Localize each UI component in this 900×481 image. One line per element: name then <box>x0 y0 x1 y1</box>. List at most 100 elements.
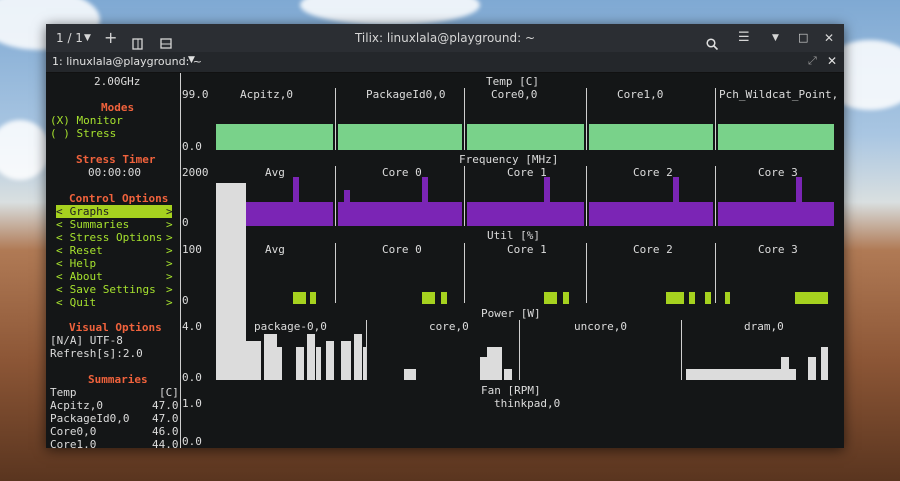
menu-item-label: Save Settings <box>69 283 156 296</box>
menu-left-arrow: < <box>56 257 63 270</box>
menu-right-arrow: > <box>166 283 173 296</box>
chevron-down-icon[interactable]: ▼ <box>84 33 91 43</box>
temp-graph-fill <box>216 124 333 150</box>
fan-graph-title: Fan [RPM] <box>481 384 541 397</box>
util-series-label: Core 3 <box>758 243 798 256</box>
terminal-content: 2.00GHz Modes (X) Monitor ( ) Stress Str… <box>46 73 844 448</box>
graph-divider <box>586 166 587 226</box>
power-graph-bar <box>480 357 488 380</box>
split-right-icon[interactable] <box>132 24 144 52</box>
menu-item-label: About <box>69 270 103 283</box>
freq-axis-min: 0 <box>182 216 189 229</box>
util-series-label: Avg <box>265 243 285 256</box>
freq-graph-fill <box>467 202 584 226</box>
temp-graph-fill <box>589 124 713 150</box>
freq-graph-fill <box>338 202 462 226</box>
freq-series-label: Core 3 <box>758 166 798 179</box>
power-graph-bar <box>363 347 366 380</box>
freq-graph-fill <box>589 202 713 226</box>
control-item-stress-options[interactable]: <Stress Options> <box>56 231 173 244</box>
graph-divider <box>464 88 465 150</box>
summaries-title: Summaries <box>88 373 148 386</box>
close-terminal-icon[interactable]: ✕ <box>827 54 838 68</box>
menu-right-arrow: > <box>166 244 173 257</box>
freq-spike <box>344 190 350 202</box>
menu-right-arrow: > <box>166 296 173 309</box>
menu-left-arrow: < <box>56 283 63 296</box>
menu-right-arrow: > <box>166 205 173 218</box>
control-options-title: Control Options <box>69 192 169 205</box>
power-graph-bar <box>781 357 789 380</box>
power-graph-bar <box>316 347 321 380</box>
summary-sensor-name: Acpitz,0 <box>50 399 103 412</box>
util-graph-bar <box>666 292 684 304</box>
graph-divider <box>335 166 336 226</box>
menu-left-arrow: < <box>56 205 63 218</box>
menu-item-label: Reset <box>69 244 103 257</box>
freq-axis-max: 2000 <box>182 166 209 179</box>
util-axis-min: 0 <box>182 294 189 307</box>
menu-right-arrow: > <box>166 257 173 270</box>
control-item-quit[interactable]: <Quit> <box>56 296 173 309</box>
menu-right-arrow: > <box>166 270 173 283</box>
power-graph-bar <box>243 341 261 380</box>
mode-monitor[interactable]: (X) Monitor <box>50 114 123 127</box>
split-down-icon[interactable] <box>160 24 172 52</box>
maximize-terminal-icon[interactable]: ⤢ <box>808 54 817 67</box>
power-graph-bar <box>296 347 304 380</box>
util-graph-bar <box>705 292 711 304</box>
fan-axis-min: 0.0 <box>182 435 202 448</box>
temp-series-label: Acpitz,0 <box>240 88 293 101</box>
mode-stress[interactable]: ( ) Stress <box>50 127 117 140</box>
graph-divider <box>715 166 716 226</box>
temp-graph-fill <box>718 124 834 150</box>
fan-axis-max: 1.0 <box>182 397 202 410</box>
power-graph-bar <box>264 334 277 380</box>
control-item-help[interactable]: <Help> <box>56 257 173 270</box>
control-item-about[interactable]: <About> <box>56 270 173 283</box>
temp-graph-title: Temp [C] <box>486 75 539 88</box>
graph-divider <box>715 243 716 303</box>
menu-item-label: Graphs <box>69 205 110 218</box>
graph-divider <box>519 320 520 380</box>
terminal-tab-title[interactable]: 1: linuxlala@playground: ~ <box>52 55 202 68</box>
control-item-summaries[interactable]: <Summaries> <box>56 218 173 231</box>
modes-title: Modes <box>101 101 135 114</box>
stress-timer-title: Stress Timer <box>76 153 156 166</box>
menu-left-arrow: < <box>56 231 63 244</box>
power-graph-bar <box>354 334 362 380</box>
power-graph-bar <box>494 347 502 380</box>
graph-divider <box>681 320 682 380</box>
graph-divider <box>464 243 465 303</box>
minimize-icon[interactable]: ▼ <box>772 33 779 43</box>
menu-left-arrow: < <box>56 244 63 257</box>
freq-graph-fill <box>718 202 834 226</box>
add-terminal-icon[interactable]: + <box>104 28 118 47</box>
control-item-graphs[interactable]: < Graphs > <box>56 205 173 218</box>
summary-sensor-name: Core0,0 <box>50 425 97 438</box>
temp-series-label: Pch_Wildcat_Point, <box>719 88 839 101</box>
refresh-rate[interactable]: Refresh[s]:2.0 <box>50 347 143 360</box>
util-graph-bar <box>544 292 557 304</box>
search-icon[interactable] <box>706 24 719 52</box>
maximize-icon[interactable]: □ <box>798 31 809 44</box>
menu-icon[interactable]: ☰ <box>738 30 750 45</box>
graph-divider <box>715 88 716 150</box>
util-graph-bar <box>795 292 828 304</box>
power-graph-bar <box>487 347 497 380</box>
util-graph-title: Util [%] <box>487 229 540 242</box>
freq-spike <box>422 177 428 202</box>
freq-series-label: Core 1 <box>507 166 547 179</box>
graph-divider <box>335 243 336 303</box>
tab-dropdown-icon[interactable]: ▼ <box>188 55 195 65</box>
control-item-reset[interactable]: < Reset > <box>56 244 173 257</box>
session-counter[interactable]: 1 / 1 <box>56 31 83 45</box>
power-series-label: package-0,0 <box>254 320 327 333</box>
close-icon[interactable]: ✕ <box>824 31 835 45</box>
temp-series-label: Core1,0 <box>617 88 664 101</box>
graph-divider <box>464 166 465 226</box>
temp-graph-fill <box>338 124 462 150</box>
title-bar: 1 / 1 ▼ + Tilix: linuxlala@playground: ~… <box>46 24 844 52</box>
control-item-save-settings[interactable]: < Save Settings > <box>56 283 173 296</box>
power-graph-bar <box>341 341 351 380</box>
